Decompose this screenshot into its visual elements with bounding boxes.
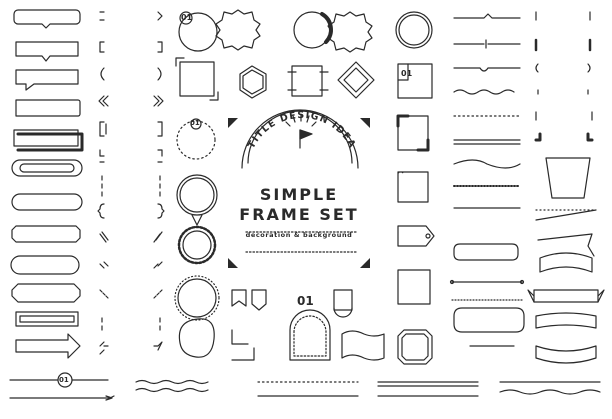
- title-arc-inner: [247, 110, 353, 164]
- badge-label-bottom-left: 01: [59, 376, 69, 384]
- col4-round-frames: [174, 11, 220, 358]
- title-arc: [241, 109, 359, 169]
- title-subtitle: decoration & background: [245, 231, 353, 239]
- bottom-separators: [135, 379, 601, 397]
- title-frame-corners: [228, 118, 370, 268]
- badge-label-top: 01: [181, 13, 193, 22]
- sun-ray-icon: [285, 114, 317, 127]
- title-line-2: FRAME SET: [239, 205, 359, 224]
- badge-label-corner: 01: [401, 69, 413, 78]
- badge-label-center: 01: [297, 294, 314, 308]
- badge-label-dotted: 01: [190, 119, 200, 127]
- col5-frames: [215, 9, 267, 361]
- col1-frames: [9, 9, 115, 401]
- col2-brackets: [97, 11, 109, 355]
- title-block: SIMPLE FRAME SET decoration & background: [226, 115, 372, 265]
- col7-frames: [327, 11, 385, 361]
- title-line-1: SIMPLE: [259, 185, 339, 204]
- col10-ribbons: [527, 11, 605, 364]
- col8-frames: [395, 11, 435, 365]
- flag-icon: [299, 129, 313, 149]
- col3-brackets: [153, 11, 165, 351]
- col9-dividers: [449, 13, 525, 347]
